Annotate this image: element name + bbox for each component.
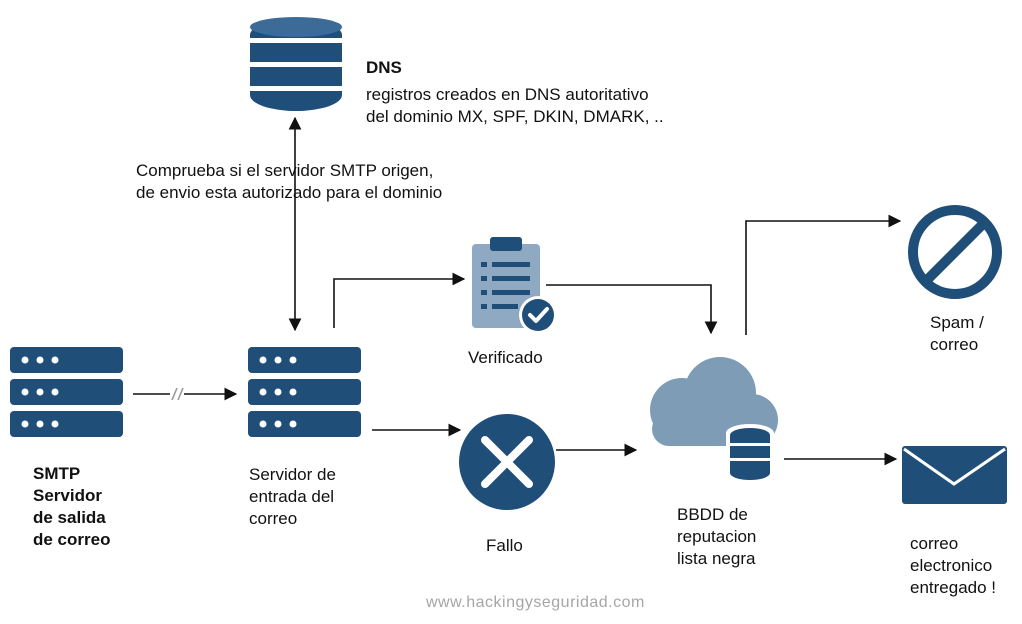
arrow-db-to-spam [745, 214, 902, 335]
incoming-server-label: Servidor de entrada del correo [249, 465, 336, 528]
arrow-verified-to-db [546, 284, 718, 335]
cloud-database-icon [650, 357, 778, 484]
connector-arrows [133, 116, 902, 466]
dns-title: DNS [366, 58, 402, 77]
connection-break-mark [170, 387, 184, 401]
dns-database-icon [250, 17, 342, 111]
watermark: www.hackingyseguridad.com [426, 594, 645, 611]
spam-label: Spam / correo [930, 313, 984, 354]
incoming-server-icon [248, 347, 361, 437]
arrow-to-verified [333, 272, 466, 328]
smtp-outgoing-label: SMTP Servidor de salida de correo [33, 464, 111, 549]
envelope-icon [902, 446, 1007, 504]
smtp-server-icon [10, 347, 123, 437]
failure-label: Fallo [486, 536, 523, 555]
verified-label: Verificado [468, 348, 543, 367]
reputation-db-label: BBDD de reputacion lista negra [677, 505, 757, 568]
authorization-check-note: Comprueba si el servidor SMTP origen, de… [136, 161, 443, 202]
clipboard-check-icon [472, 237, 557, 334]
failure-x-icon [459, 414, 555, 510]
dns-description: registros creados en DNS autoritativo de… [366, 85, 664, 126]
spam-block-icon [908, 205, 1002, 299]
delivered-label: correo electronico entregado ! [910, 534, 997, 597]
